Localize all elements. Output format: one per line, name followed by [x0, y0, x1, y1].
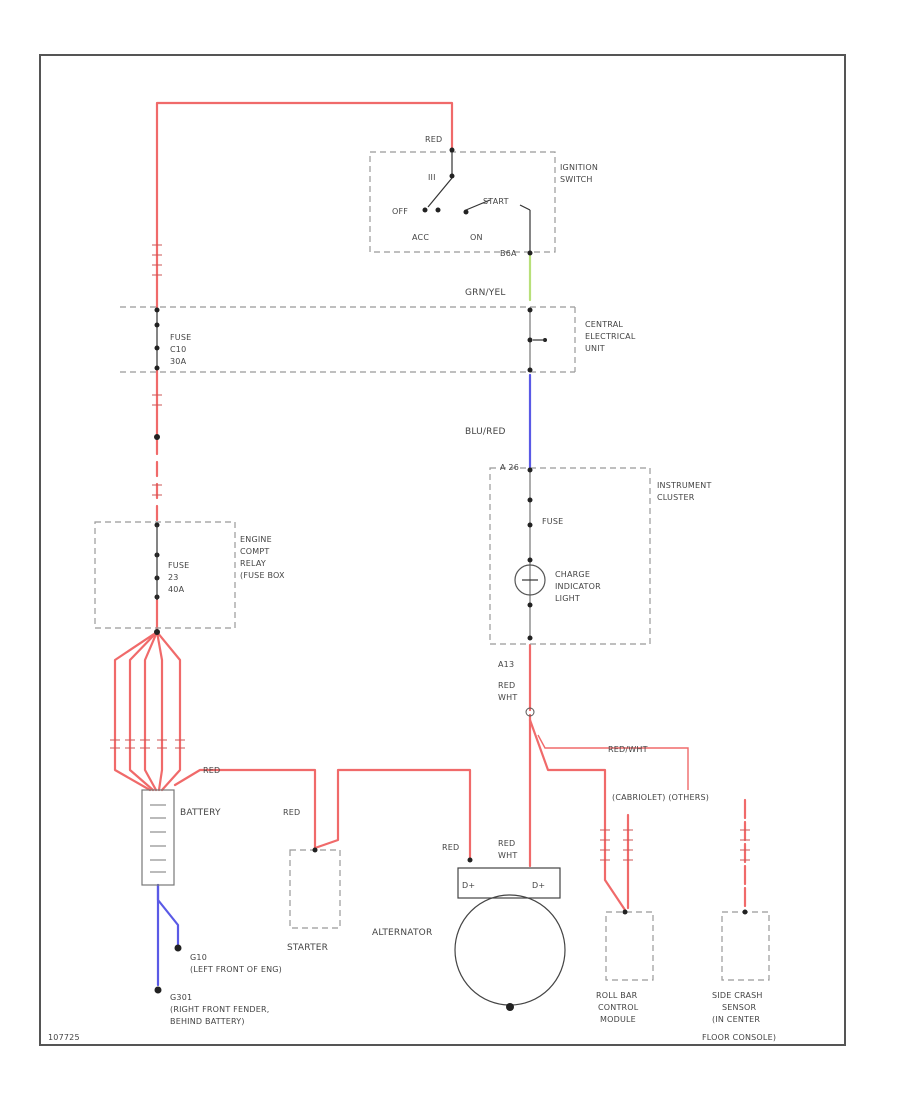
roll-bar-label-3: MODULE [600, 1015, 636, 1024]
battery-box [141, 789, 175, 886]
ign-switch-label-2: SWITCH [560, 175, 593, 184]
engine-box-label-2: COMPT [240, 547, 270, 556]
ign-acc-label: ACC [412, 233, 429, 242]
roll-bar-label-1: ROLL BAR [596, 991, 638, 1000]
red-wht-label-1: RED [498, 681, 515, 690]
alternator-label: ALTERNATOR [372, 928, 432, 938]
corner-id: 107725 [48, 1033, 80, 1042]
fuse-23-label-1: FUSE [168, 561, 189, 570]
side-crash-sensor-box [721, 911, 770, 981]
blue-wire-battery-to-g10 [156, 883, 180, 947]
charge-light-label-3: LIGHT [555, 594, 580, 603]
battery-cable-bundle [113, 630, 182, 792]
a13-connector [525, 707, 535, 717]
blu-red-label: BLU/RED [465, 427, 506, 437]
fuse-c10-label-2: C10 [170, 345, 186, 354]
grn-yel-label: GRN/YEL [465, 288, 506, 298]
engine-box-label-3: RELAY [240, 559, 266, 568]
ign-iii-label: III [428, 173, 436, 182]
engine-fuse-box [94, 521, 236, 629]
charge-light-label-2: INDICATOR [555, 582, 601, 591]
alternator [454, 857, 566, 1011]
red-wht-label-2: WHT [498, 693, 517, 702]
side-crash-label-1: SIDE CRASH [712, 991, 763, 1000]
g10-label-2: (LEFT FRONT OF ENG) [190, 965, 282, 974]
ign-b-label: B6A [500, 249, 517, 258]
fuse-c10 [154, 307, 160, 440]
diagram-frame [39, 54, 846, 1046]
side-crash-label-4: FLOOR CONSOLE) [702, 1033, 776, 1042]
charge-indicator-light [514, 467, 546, 641]
inst-cluster-label-1: INSTRUMENT [657, 481, 712, 490]
a13-label: A13 [498, 660, 514, 669]
red-wht3-label-2: WHT [498, 851, 517, 860]
red-wire-battery-to-starter [173, 768, 317, 850]
red-wht3-label-1: RED [498, 839, 515, 848]
central-label-1: CENTRAL [585, 320, 623, 329]
inst-pin-label: A 26 [500, 463, 519, 472]
ign-off-label: OFF [392, 207, 408, 216]
red-wire-branch-upper [537, 734, 689, 790]
inst-cluster-label-2: CLUSTER [657, 493, 695, 502]
red-wire-top-loop [155, 101, 454, 312]
red-wht2-label: RED/WHT [608, 745, 648, 754]
labels: RED IGNITION SWITCH III OFF START ACC ON… [48, 135, 776, 1042]
red-bat-label: RED [203, 766, 220, 775]
ign-start-label: START [483, 197, 509, 206]
instrument-cluster-box [489, 467, 651, 645]
battery-cells [150, 804, 166, 873]
red-wire-branch-roll-bar [528, 718, 627, 912]
ignition-switch-box [369, 151, 556, 253]
conv-other-label: (CABRIOLET) (OTHERS) [612, 793, 709, 802]
ign-on-label: ON [470, 233, 483, 242]
fuse-c10-label-1: FUSE [170, 333, 191, 342]
g301-ground [154, 986, 162, 994]
starter-box [289, 849, 341, 929]
fuse-23-label-2: 23 [168, 573, 179, 582]
roll-bar-module-box [605, 911, 654, 981]
central-internal-contacts [527, 307, 547, 373]
dplus2-label: D+ [532, 881, 545, 890]
dplus1-label: D+ [462, 881, 475, 890]
starter-label: STARTER [287, 943, 328, 953]
g301-label-1: G301 [170, 993, 192, 1002]
red-alt-label: RED [442, 843, 459, 852]
fuse-23 [154, 522, 160, 635]
ign-red-label: RED [425, 135, 442, 144]
red-wire-starter-to-alternator [313, 768, 472, 860]
engine-box-label-4: (FUSE BOX [240, 571, 285, 580]
charge-light-label-1: CHARGE [555, 570, 590, 579]
central-label-2: ELECTRICAL [585, 332, 636, 341]
roll-bar-label-2: CONTROL [598, 1003, 639, 1012]
side-crash-label-3: (IN CENTER [712, 1015, 760, 1024]
g301-label-2: (RIGHT FRONT FENDER, [170, 1005, 270, 1014]
g10-label-1: G10 [190, 953, 207, 962]
central-electrical-unit [120, 306, 576, 373]
fuse-c10-label-3: 30A [170, 357, 187, 366]
g10-ground [174, 944, 182, 952]
side-crash-label-2: SENSOR [722, 1003, 756, 1012]
ign-switch-label-1: IGNITION [560, 163, 598, 172]
central-label-3: UNIT [585, 344, 605, 353]
red-starter-label: RED [283, 808, 300, 817]
fuse-23-label-3: 40A [168, 585, 185, 594]
ignition-switch-contacts [422, 147, 533, 256]
inst-fuse-label: FUSE [542, 517, 563, 526]
battery-label: BATTERY [180, 808, 221, 818]
wire-tick-marks [110, 244, 750, 861]
engine-box-label-1: ENGINE [240, 535, 272, 544]
g301-label-3: BEHIND BATTERY) [170, 1017, 245, 1026]
